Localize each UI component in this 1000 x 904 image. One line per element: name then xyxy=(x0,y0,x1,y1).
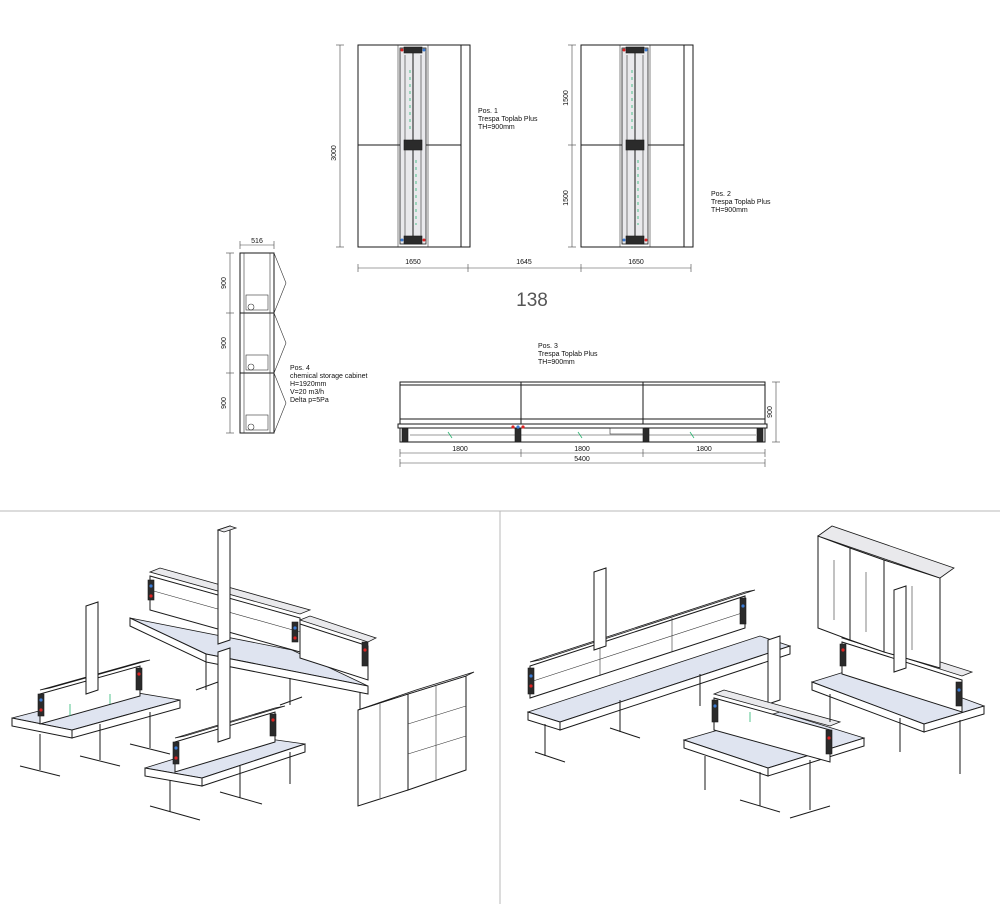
bench-elevation xyxy=(397,381,780,467)
dim-cab-h3: 900 xyxy=(221,397,228,409)
pos4-title: Pos. 4 xyxy=(290,365,310,372)
pos1-height: TH=900mm xyxy=(478,124,515,131)
sheet-number: 138 xyxy=(516,290,548,311)
plan-pos2 xyxy=(580,44,694,248)
pos4-description: chemical storage cabinet xyxy=(290,373,367,380)
pos1-material: Trespa Toplab Plus xyxy=(478,116,538,123)
cabinet-elevation xyxy=(226,241,287,434)
pos3-title: Pos. 3 xyxy=(538,343,558,350)
pos3-material: Trespa Toplab Plus xyxy=(538,351,598,358)
dim-plan-w-left: 1650 xyxy=(405,259,421,266)
plan-pos1 xyxy=(357,44,471,248)
pos4-height: H=1920mm xyxy=(290,381,327,388)
dim-half-lower: 1500 xyxy=(563,190,570,206)
pos4-volume: V=20 m3/h xyxy=(290,389,324,396)
pos2-material: Trespa Toplab Plus xyxy=(711,199,771,206)
dim-bench-seg1: 1800 xyxy=(452,446,468,453)
plan-dimensions xyxy=(336,44,692,272)
pos4-pressure: Delta p=5Pa xyxy=(290,397,329,404)
isometric-view-right xyxy=(526,525,986,819)
dim-plan-w-right: 1650 xyxy=(628,259,644,266)
dim-bench-seg3: 1800 xyxy=(696,446,712,453)
isometric-view-left xyxy=(11,525,475,821)
dim-plan-gap: 1645 xyxy=(516,259,532,266)
pos2-title: Pos. 2 xyxy=(711,191,731,198)
dim-cab-h1: 900 xyxy=(221,277,228,289)
dim-bench-total: 5400 xyxy=(574,456,590,463)
dim-bench-seg2: 1800 xyxy=(574,446,590,453)
pos3-height: TH=900mm xyxy=(538,359,575,366)
dim-cab-h2: 900 xyxy=(221,337,228,349)
pos2-height: TH=900mm xyxy=(711,207,748,214)
pos1-title: Pos. 1 xyxy=(478,108,498,115)
dim-cab-width: 516 xyxy=(251,238,263,245)
dim-plan-height: 3000 xyxy=(331,145,338,161)
dim-bench-height: 900 xyxy=(767,406,774,418)
dim-half-upper: 1500 xyxy=(563,90,570,106)
